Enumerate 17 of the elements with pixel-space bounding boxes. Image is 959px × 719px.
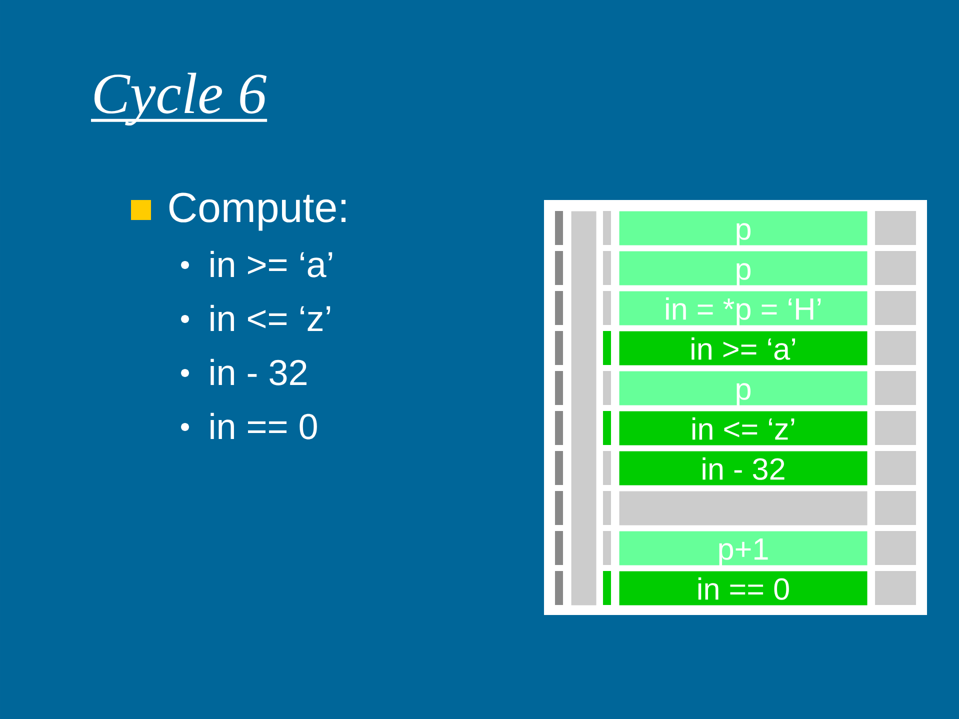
stage-box: in <= ‘z’ xyxy=(619,411,868,446)
list-item: in <= ‘z’ xyxy=(210,304,330,331)
stage-box: in = *p = ‘H’ xyxy=(619,291,868,326)
list-item: in - 32 xyxy=(210,358,306,386)
stage-box: in == 0 xyxy=(619,571,868,606)
stage-box: p xyxy=(619,211,868,246)
stage-box: in >= ‘a’ xyxy=(619,331,868,366)
side-column xyxy=(571,211,596,606)
stage-box: in - 32 xyxy=(619,451,868,486)
list-heading: Compute: xyxy=(169,192,346,231)
stage-box: p+1 xyxy=(619,531,868,566)
stage-box: p xyxy=(619,251,868,286)
stage-box: p xyxy=(619,371,868,406)
empty-box xyxy=(619,491,868,526)
slide-title: Cycle 6 xyxy=(91,72,268,126)
list-item: in == 0 xyxy=(210,412,317,440)
list-item: in >= ‘a’ xyxy=(210,250,332,278)
